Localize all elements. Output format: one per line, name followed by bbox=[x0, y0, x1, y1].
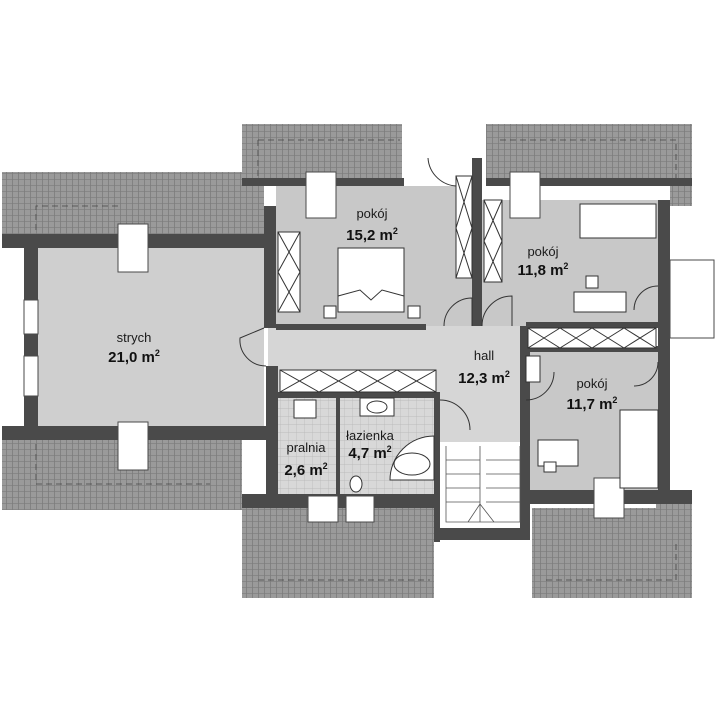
wall-bottom-left bbox=[242, 494, 438, 508]
wall-right-outer bbox=[658, 200, 670, 490]
door-bath bbox=[439, 399, 471, 431]
bed-right-room bbox=[579, 203, 657, 239]
washing-machine bbox=[293, 399, 317, 419]
desk-right-room bbox=[573, 291, 627, 313]
bed-double bbox=[337, 247, 405, 313]
window-room-right bbox=[509, 171, 541, 219]
window-strych-left-1 bbox=[23, 299, 39, 335]
roof-dashed-outline bbox=[35, 139, 677, 581]
wall-bath-top bbox=[276, 392, 440, 398]
boiler bbox=[525, 355, 541, 383]
room-area-pokoj-top: 15,2 m2 bbox=[346, 226, 398, 244]
room-area-pokoj-right: 11,8 m2 bbox=[518, 261, 569, 279]
wall-strych-right bbox=[264, 206, 276, 328]
wall-room-top-bottom bbox=[276, 324, 426, 330]
wall-stairs-bottom bbox=[434, 528, 530, 540]
door-right-balcony-2 bbox=[633, 361, 659, 387]
window-room-top bbox=[305, 171, 337, 219]
floor-hall-lower bbox=[440, 398, 526, 442]
stairs bbox=[445, 446, 521, 523]
wardrobe-right-x bbox=[483, 199, 503, 283]
sink bbox=[366, 400, 388, 414]
door-right-balcony bbox=[633, 285, 659, 311]
window-room-bottom bbox=[593, 477, 625, 519]
room-area-strych: 21,0 m2 bbox=[108, 348, 160, 366]
nightstand-right bbox=[407, 305, 421, 319]
floor-stairs bbox=[440, 442, 526, 528]
door-room-bottom bbox=[525, 371, 555, 401]
window-strych-top bbox=[117, 223, 149, 273]
wardrobe-hall-x bbox=[279, 369, 437, 393]
window-right-side bbox=[669, 259, 715, 339]
wardrobe-bottom-room-x bbox=[527, 327, 657, 349]
door-room-right bbox=[481, 295, 513, 327]
wardrobe-top-mid bbox=[455, 175, 473, 279]
window-strych-left-2 bbox=[23, 355, 39, 397]
door-top-entry bbox=[427, 157, 459, 187]
wardrobe-top-left bbox=[277, 231, 301, 313]
roof-dormer-bottom-right bbox=[532, 508, 692, 598]
doors bbox=[239, 157, 659, 431]
wardrobe-bottom-room bbox=[527, 327, 657, 349]
furniture bbox=[293, 203, 659, 493]
wall-left-inner-lower bbox=[266, 366, 278, 508]
wall-bath-right bbox=[434, 396, 440, 542]
door-room-top bbox=[443, 297, 473, 327]
wall-strych-left bbox=[24, 248, 38, 440]
wardrobe-right bbox=[483, 199, 503, 283]
roof-right-strip bbox=[670, 186, 692, 206]
room-area-lazienka: 4,7 m2 bbox=[348, 444, 391, 462]
room-area-pokoj-bottom: 11,7 m2 bbox=[567, 395, 618, 413]
chair-right-room bbox=[585, 275, 599, 289]
wall-room-right-bottom bbox=[526, 322, 658, 328]
roof-areas bbox=[2, 124, 692, 598]
room-name-pokoj-right: pokój bbox=[527, 244, 558, 259]
window-lazienka bbox=[345, 495, 375, 523]
room-area-pralnia: 2,6 m2 bbox=[284, 461, 327, 479]
room-name-pralnia: pralnia bbox=[286, 440, 326, 455]
window-strych-bottom bbox=[117, 421, 149, 471]
toilet bbox=[349, 475, 363, 493]
room-name-hall: hall bbox=[474, 348, 494, 363]
stairs-steps bbox=[445, 446, 521, 523]
wall-hall-right bbox=[520, 326, 530, 536]
room-name-pokoj-bottom: pokój bbox=[576, 376, 607, 391]
room-name-lazienka: łazienka bbox=[346, 428, 394, 443]
wardrobe-hall bbox=[279, 369, 437, 393]
wardrobes bbox=[277, 175, 657, 393]
nightstand-left bbox=[323, 305, 337, 319]
wall-room-bottom-top bbox=[526, 346, 658, 352]
wall-bath-divider bbox=[336, 396, 340, 508]
room-area-hall: 12,3 m2 bbox=[458, 369, 510, 387]
door-strych bbox=[239, 327, 267, 367]
room-name-pokoj-top: pokój bbox=[356, 206, 387, 221]
window-pralnia bbox=[307, 495, 339, 523]
wardrobe-top-mid-x bbox=[455, 175, 473, 279]
room-name-strych: strych bbox=[117, 330, 152, 345]
chair-bottom-room bbox=[543, 461, 557, 473]
windows bbox=[23, 171, 715, 523]
wardrobe-top-left-x bbox=[277, 231, 301, 313]
roof-dormer-bottom-left bbox=[242, 508, 434, 598]
room-labels: strych 21,0 m2 pokój 15,2 m2 pokój 11,8 … bbox=[108, 206, 617, 479]
floor-areas bbox=[38, 186, 658, 528]
bed-bottom-room bbox=[619, 409, 659, 489]
wall-top-right bbox=[486, 178, 692, 186]
bathtub-inner bbox=[393, 452, 431, 476]
wall-rooms-divider bbox=[472, 158, 482, 326]
bed-double-cover bbox=[337, 289, 405, 301]
floor-strych bbox=[38, 248, 264, 438]
